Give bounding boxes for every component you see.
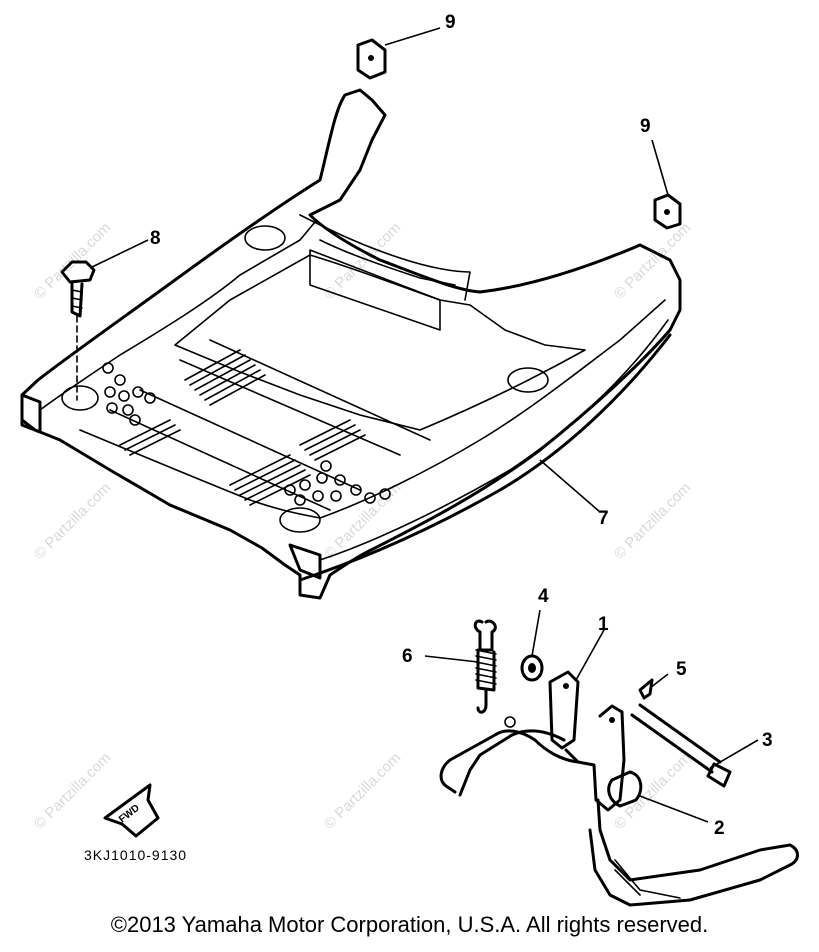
callout-label: 3 bbox=[762, 730, 773, 751]
watermark-text: © Partzilla.com bbox=[31, 479, 114, 562]
spring-part bbox=[473, 619, 497, 714]
callout-label: 4 bbox=[538, 586, 549, 607]
footboard-part bbox=[20, 88, 682, 600]
callout-label: 6 bbox=[402, 646, 413, 667]
callout-labels: 9 9 8 7 6 4 1 5 3 2 bbox=[150, 12, 773, 839]
callout-label: 9 bbox=[640, 116, 651, 137]
callout-label: 5 bbox=[676, 659, 687, 680]
bolt-part bbox=[60, 260, 96, 401]
stopper-part bbox=[607, 770, 643, 808]
copyright-notice: ©2013 Yamaha Motor Corporation, U.S.A. A… bbox=[110, 912, 709, 937]
diagram-part-code: 3KJ1010-9130 bbox=[84, 847, 187, 863]
watermark-text: © Partzilla.com bbox=[611, 479, 694, 562]
stand-part bbox=[439, 670, 799, 907]
grip-ribs bbox=[119, 349, 366, 506]
clip-nut-part bbox=[356, 38, 682, 230]
callout-label: 2 bbox=[714, 818, 725, 839]
leader-lines bbox=[89, 27, 759, 823]
grip-dimples bbox=[102, 362, 391, 506]
washer-part bbox=[520, 654, 544, 682]
pivot-shaft-part bbox=[630, 703, 732, 788]
cotter-pin-part bbox=[638, 678, 654, 700]
callout-label: 1 bbox=[598, 614, 609, 635]
watermark-text: © Partzilla.com bbox=[611, 219, 694, 302]
callout-label: 9 bbox=[445, 12, 456, 33]
callout-label: 7 bbox=[598, 508, 609, 529]
watermark-text: © Partzilla.com bbox=[321, 749, 404, 832]
fwd-arrow-icon: FWD bbox=[103, 783, 160, 838]
callout-label: 8 bbox=[150, 228, 161, 249]
watermark-text: © Partzilla.com bbox=[31, 749, 114, 832]
